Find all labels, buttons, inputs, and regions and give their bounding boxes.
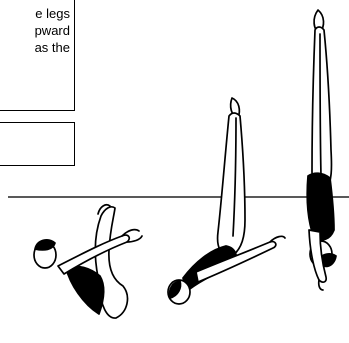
- diver-vertical-entry: [307, 10, 336, 290]
- diver-pike-position: [34, 205, 142, 318]
- diver-extending: [168, 98, 285, 304]
